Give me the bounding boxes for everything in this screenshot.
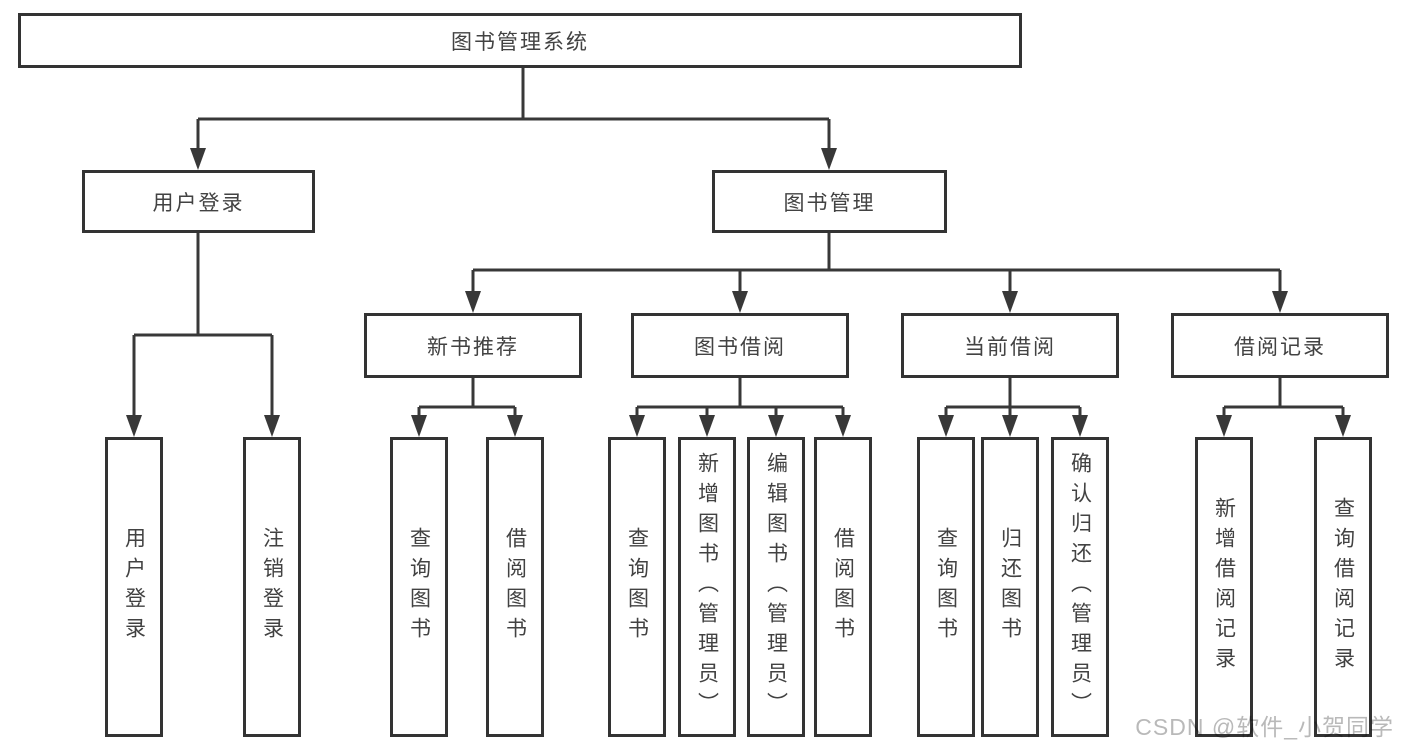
leaf-borrow-add-books: 新增图书（管理员）	[678, 437, 736, 737]
leaf-current-return-books-label: 归还图书	[998, 527, 1022, 647]
leaf-borrow-borrow-books: 借阅图书	[814, 437, 872, 737]
leaf-current-confirm-return: 确认归还（管理员）	[1051, 437, 1109, 737]
leaf-recommend-borrow-books: 借阅图书	[486, 437, 544, 737]
node-current-borrow-label: 当前借阅	[964, 335, 1056, 359]
node-borrow-records-label: 借阅记录	[1234, 335, 1326, 359]
arrowhead-down-icon	[507, 415, 523, 437]
arrowhead-down-icon	[699, 415, 715, 437]
arrowhead-down-icon	[1272, 291, 1288, 313]
connector-root-to-level2	[190, 68, 837, 170]
csdn-watermark: CSDN @软件_小贺同学	[1135, 714, 1394, 740]
leaf-borrow-edit-books-label: 编辑图书（管理员）	[764, 452, 788, 722]
arrowhead-down-icon	[1002, 415, 1018, 437]
arrowhead-down-icon	[190, 148, 206, 170]
leaf-user-login-label: 用户登录	[122, 527, 146, 647]
node-book-borrow: 图书借阅	[631, 313, 849, 378]
leaf-borrow-query-books: 查询图书	[608, 437, 666, 737]
node-new-book-recommend: 新书推荐	[364, 313, 582, 378]
node-book-borrow-label: 图书借阅	[694, 335, 786, 359]
node-current-borrow: 当前借阅	[901, 313, 1119, 378]
leaf-borrow-add-books-label: 新增图书（管理员）	[695, 452, 719, 722]
node-user-login: 用户登录	[82, 170, 315, 233]
leaf-current-query-books: 查询图书	[917, 437, 975, 737]
leaf-current-return-books: 归还图书	[981, 437, 1039, 737]
leaf-recommend-query-books: 查询图书	[390, 437, 448, 737]
arrowhead-down-icon	[938, 415, 954, 437]
leaf-records-add-record: 新增借阅记录	[1195, 437, 1253, 737]
leaf-borrow-query-books-label: 查询图书	[625, 527, 649, 647]
connector-book-borrow-to-leaves	[629, 378, 851, 437]
leaf-records-add-record-label: 新增借阅记录	[1212, 497, 1236, 677]
arrowhead-down-icon	[1216, 415, 1232, 437]
arrowhead-down-icon	[126, 415, 142, 437]
leaf-logout: 注销登录	[243, 437, 301, 737]
connector-book-management-to-level3	[465, 233, 1288, 313]
connector-new-book-recommend-to-leaves	[411, 378, 523, 437]
arrowhead-down-icon	[465, 291, 481, 313]
leaf-records-query-record-label: 查询借阅记录	[1331, 497, 1355, 677]
arrowhead-down-icon	[1072, 415, 1088, 437]
arrowhead-down-icon	[835, 415, 851, 437]
arrowhead-down-icon	[821, 148, 837, 170]
leaf-user-login: 用户登录	[105, 437, 163, 737]
arrowhead-down-icon	[629, 415, 645, 437]
arrowhead-down-icon	[264, 415, 280, 437]
arrowhead-down-icon	[732, 291, 748, 313]
connector-borrow-records-to-leaves	[1216, 378, 1351, 437]
node-borrow-records: 借阅记录	[1171, 313, 1389, 378]
leaf-current-confirm-return-label: 确认归还（管理员）	[1068, 452, 1092, 722]
node-root: 图书管理系统	[18, 13, 1022, 68]
leaf-logout-label: 注销登录	[260, 527, 284, 647]
node-book-management: 图书管理	[712, 170, 947, 233]
arrowhead-down-icon	[1335, 415, 1351, 437]
node-book-management-label: 图书管理	[783, 191, 876, 215]
node-user-login-label: 用户登录	[152, 191, 245, 215]
leaf-recommend-borrow-books-label: 借阅图书	[503, 527, 527, 647]
arrowhead-down-icon	[768, 415, 784, 437]
arrowhead-down-icon	[411, 415, 427, 437]
connector-user-login-to-leaves	[126, 233, 280, 437]
leaf-current-query-books-label: 查询图书	[934, 527, 958, 647]
node-root-label: 图书管理系统	[451, 30, 589, 54]
node-new-book-recommend-label: 新书推荐	[427, 335, 519, 359]
arrowhead-down-icon	[1002, 291, 1018, 313]
leaf-borrow-edit-books: 编辑图书（管理员）	[747, 437, 805, 737]
leaf-borrow-borrow-books-label: 借阅图书	[831, 527, 855, 647]
connector-current-borrow-to-leaves	[938, 378, 1088, 437]
leaf-recommend-query-books-label: 查询图书	[407, 527, 431, 647]
leaf-records-query-record: 查询借阅记录	[1314, 437, 1372, 737]
